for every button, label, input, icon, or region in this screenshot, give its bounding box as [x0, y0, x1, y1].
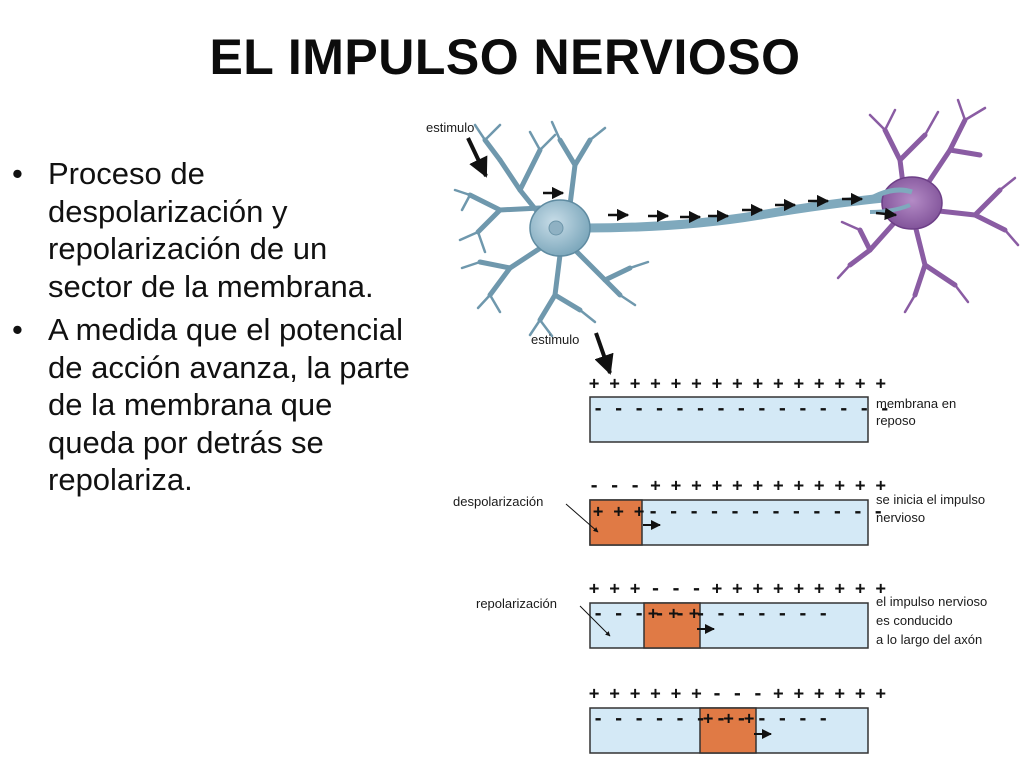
- impulse-arrows: [543, 186, 898, 224]
- membrane-row: + + + + + + + + + + + + + + + - - - - - …: [589, 374, 956, 443]
- membrane-row: + + + - - - + + + + + + + + + - - - - - …: [476, 579, 987, 649]
- top-signs: - - - + + + + + + + + + + + +: [589, 476, 886, 496]
- right-label-line: es conducido: [876, 613, 953, 628]
- target-soma: [881, 176, 943, 230]
- bottom-signs: - - - - - - - - - - - -: [593, 604, 828, 624]
- bottom-signs: - - - - - - - - - - - - - - -: [593, 399, 890, 419]
- bottom-signs: - - - - - - - - - - - -: [593, 709, 828, 729]
- right-label-line: reposo: [876, 413, 916, 428]
- inner-signs: + + +: [648, 604, 699, 624]
- source-neuron: [453, 120, 650, 338]
- top-signs: + + + - - - + + + + + + + + +: [589, 579, 886, 599]
- right-label-line: nervioso: [876, 510, 925, 525]
- bullet-item: • A medida que el potencial de acción ava…: [8, 311, 418, 499]
- top-signs: + + + + + + + + + + + + + + +: [589, 374, 886, 394]
- membrane-stimulus-label: estimulo: [531, 332, 579, 347]
- membrane-row: - - - + + + + + + + + + + + + + + + - - …: [453, 476, 985, 546]
- membrane-figure: estimulo + + + + + + + + + + + + + + + -…: [453, 332, 987, 754]
- axon: [580, 191, 910, 233]
- bullet-text: A medida que el potencial de acción avan…: [48, 312, 410, 497]
- right-label-line: membrana en: [876, 396, 956, 411]
- inner-signs: + + +: [593, 502, 644, 522]
- slide-title: EL IMPULSO NERVIOSO: [209, 29, 801, 85]
- bullet-item: • Proceso de despolarización y repolariza…: [8, 155, 418, 305]
- membrane-row: + + + + + + - - - + + + + + + - - - - - …: [589, 684, 886, 754]
- membrane-stimulus-arrow: [594, 332, 614, 375]
- stimulus-label: estimulo: [426, 120, 474, 135]
- right-label-line: a lo largo del axón: [876, 632, 982, 647]
- right-label-line: se inicia el impulso: [876, 492, 985, 507]
- neuron-illustration: estimulo: [426, 98, 1020, 338]
- right-label-line: el impulso nervioso: [876, 594, 987, 609]
- bottom-signs: - - - - - - - - - - - -: [648, 502, 883, 522]
- left-label: despolarización: [453, 494, 543, 509]
- bullet-dot: •: [12, 156, 23, 191]
- bullet-dot: •: [12, 312, 23, 347]
- bullet-text: Proceso de despolarización y repolarizac…: [48, 156, 374, 304]
- top-signs: + + + + + + - - - + + + + + +: [589, 684, 886, 704]
- stimulus-arrow: [466, 137, 488, 178]
- bullet-list: • Proceso de despolarización y repolariza…: [8, 155, 418, 505]
- inner-signs: + + +: [703, 709, 754, 729]
- left-label: repolarización: [476, 596, 557, 611]
